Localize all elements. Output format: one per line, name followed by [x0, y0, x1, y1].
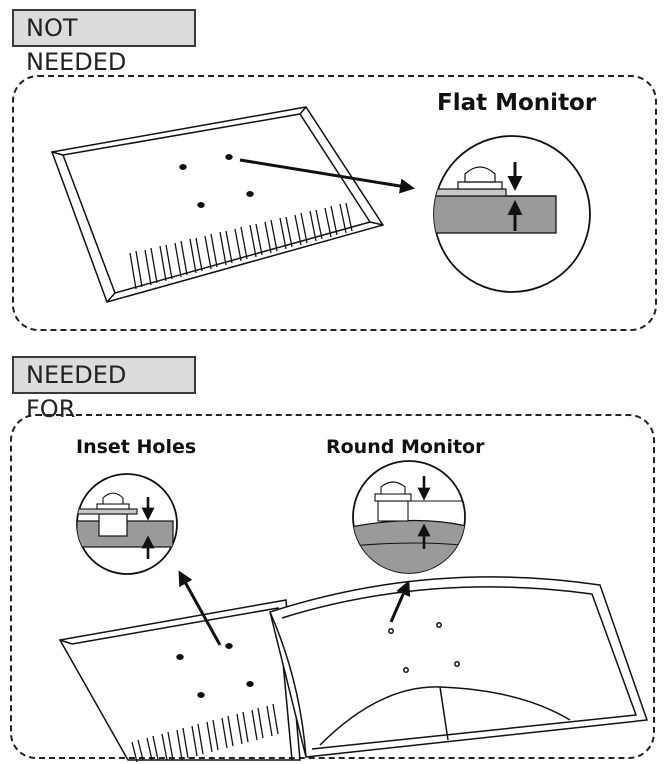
- arrow-icon: [178, 570, 222, 646]
- arrow-icon: [239, 158, 415, 194]
- round-monitor-label: Round Monitor: [326, 436, 485, 458]
- flat-monitor-label: Flat Monitor: [437, 90, 597, 116]
- monitor-back-curved-icon: [269, 576, 649, 758]
- inset-holes-label: Inset Holes: [76, 436, 197, 458]
- bolt-detail-icon: [76, 473, 178, 575]
- arrow-icon: [389, 580, 411, 623]
- bolt-detail-icon: [433, 135, 591, 293]
- monitor-back-flat-icon: [58, 599, 301, 763]
- section-tag-not-needed: NOT NEEDED: [12, 9, 196, 76]
- monitor-back-flat-icon: [50, 106, 385, 303]
- not-needed-panel: [12, 75, 657, 331]
- needed-for-panel: [10, 414, 655, 759]
- bolt-detail-icon: [352, 460, 466, 574]
